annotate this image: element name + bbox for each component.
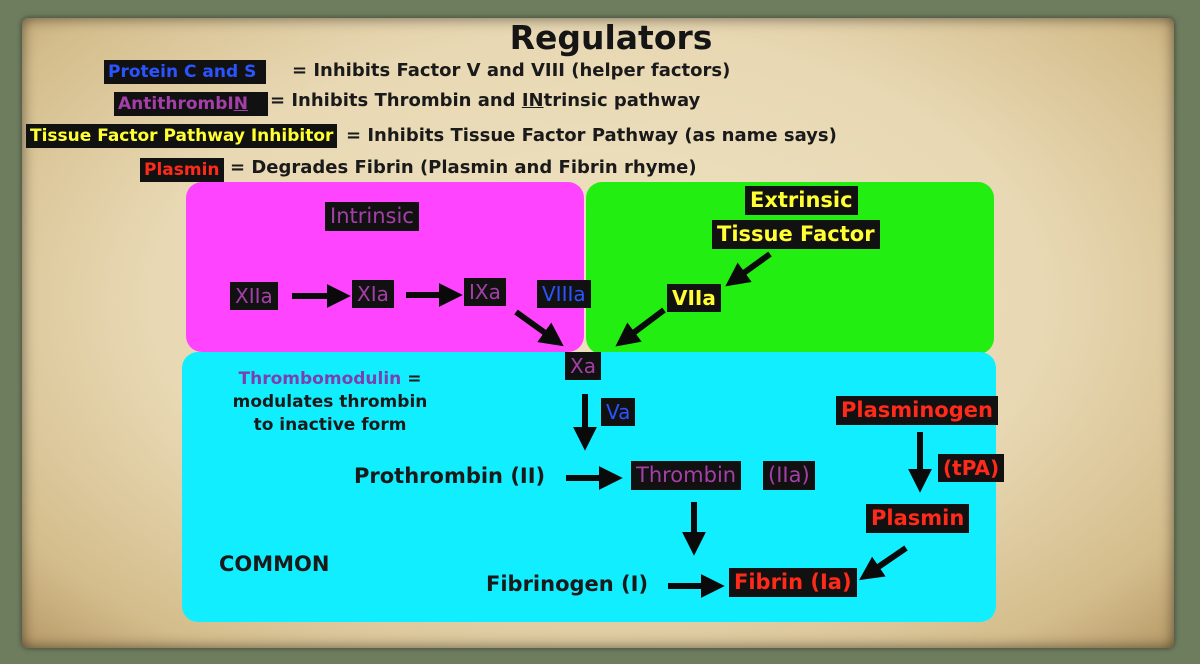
prothrombin-label: Prothrombin (II) [354, 464, 546, 488]
factor-ixa: IXa [464, 278, 506, 306]
thrombomodulin-name: Thrombomodulin [238, 369, 402, 389]
thrombomodulin-line3: to inactive form [253, 414, 407, 435]
plasmin-node: Plasmin [866, 504, 970, 534]
common-label: COMMON [219, 552, 330, 576]
plasminogen-label: Plasminogen [836, 396, 998, 426]
thrombomodulin-line1: Thrombomodulin = [210, 368, 450, 391]
thrombomodulin-eq: = [407, 369, 422, 389]
regulator-name-underlined: N [233, 94, 248, 114]
extrinsic-label-line1: Extrinsic [745, 186, 858, 216]
tpa-label: (tPA) [938, 454, 1005, 482]
factor-xiia: XIIa [230, 282, 278, 310]
page-title: Regulators [509, 18, 713, 57]
desc-part: trinsic pathway [543, 90, 701, 111]
factor-viia: VIIa [667, 284, 721, 312]
regulator-antithrombin-label: AntithrombIN [114, 92, 268, 117]
factor-xia: XIa [352, 280, 394, 308]
factor-xa: Xa [565, 352, 601, 380]
regulator-tfpi-label: Tissue Factor Pathway Inhibitor [26, 124, 338, 149]
thrombin-label: Thrombin [631, 461, 742, 491]
regulator-antithrombin-desc: = Inhibits Thrombin and INtrinsic pathwa… [270, 90, 700, 111]
regulator-name: Protein C and S [108, 62, 257, 82]
regulator-tfpi-desc: = Inhibits Tissue Factor Pathway (as nam… [346, 125, 837, 146]
regulator-plasmin-desc: = Degrades Fibrin (Plasmin and Fibrin rh… [230, 157, 697, 178]
fibrin-label: Fibrin (Ia) [729, 568, 857, 598]
fibrinogen-label: Fibrinogen (I) [486, 572, 649, 596]
thrombin-code: (IIa) [763, 461, 815, 491]
cofactor-va: Va [601, 398, 636, 426]
thrombomodulin-line2: modulates thrombin [232, 391, 428, 412]
intrinsic-label: Intrinsic [325, 202, 419, 232]
regulator-plasmin-label: Plasmin [140, 158, 224, 183]
regulator-name-part: AntithrombI [118, 94, 234, 114]
thrombomodulin-note: Thrombomodulin = modulates thrombin to i… [210, 368, 450, 437]
regulator-protein-c-s-label: Protein C and S [104, 60, 266, 85]
regulator-protein-c-s-desc: = Inhibits Factor V and VIII (helper fac… [292, 60, 731, 81]
desc-underlined: IN [521, 90, 544, 111]
extrinsic-label-line2: Tissue Factor [712, 220, 880, 250]
cofactor-viiia: VIIIa [537, 280, 591, 308]
desc-part: = Inhibits Thrombin and [270, 90, 522, 111]
